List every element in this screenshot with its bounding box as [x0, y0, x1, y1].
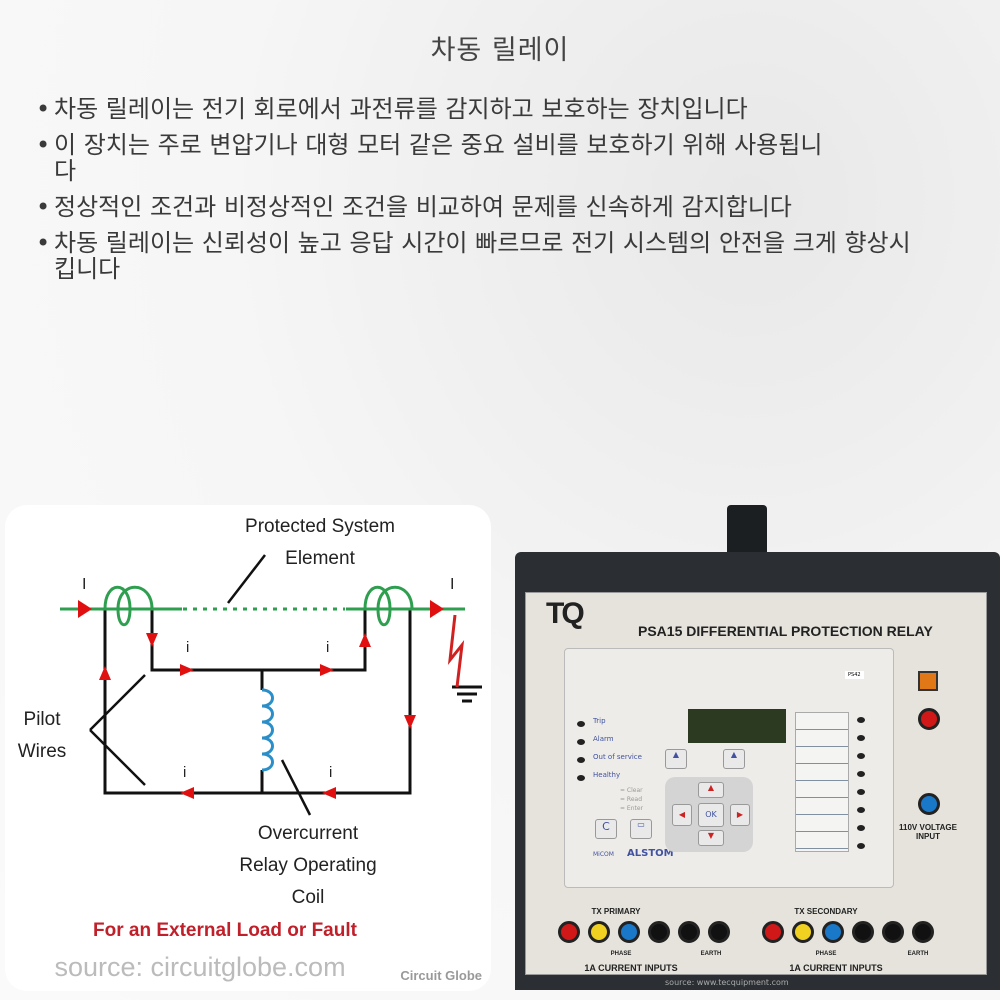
model-tag: PS42: [845, 671, 864, 679]
phase-label: PHASE: [610, 951, 632, 957]
right-key[interactable]: ▶: [730, 804, 750, 826]
led-label-alarm: Alarm: [593, 735, 614, 743]
current-inputs-label: 1A CURRENT INPUTS: [584, 963, 678, 973]
led: [577, 775, 585, 781]
led-label-trip: Trip: [593, 717, 606, 725]
led: [857, 825, 865, 831]
current-arrows: [78, 600, 444, 799]
tx-secondary-label: TX SECONDARY: [794, 907, 858, 916]
protected-line: [60, 585, 465, 627]
jack[interactable]: [822, 921, 844, 943]
jack[interactable]: [618, 921, 640, 943]
caption: For an External Load or Fault: [93, 920, 358, 941]
relay-coil: [261, 688, 274, 772]
down-key[interactable]: ▼: [698, 830, 724, 846]
label-current-in: I: [82, 576, 86, 593]
jack[interactable]: [852, 921, 874, 943]
led: [857, 753, 865, 759]
label-i: i: [183, 764, 186, 781]
bullet-item: 정상적인 조건과 비정상적인 조건을 비교하여 문제를 신속하게 감지합니다: [34, 194, 954, 220]
current-inputs-label: 1A CURRENT INPUTS: [789, 963, 883, 973]
label-overcurrent: Overcurrent: [258, 823, 359, 844]
label-relay-operating: Relay Operating: [239, 855, 376, 876]
ok-key[interactable]: OK: [698, 803, 724, 827]
tx-primary-label: TX PRIMARY: [591, 907, 641, 916]
led: [577, 739, 585, 745]
bullet-item: 차동 릴레이는 신뢰성이 높고 응답 시간이 빠르므로 전기 시스템의 안전을 …: [34, 230, 924, 282]
led: [857, 789, 865, 795]
bullet-item: 차동 릴레이는 전기 회로에서 과전류를 감지하고 보호하는 장치입니다: [34, 96, 954, 122]
jack[interactable]: [558, 921, 580, 943]
jack[interactable]: [882, 921, 904, 943]
fault-icon: [447, 614, 465, 688]
label-i: i: [329, 764, 332, 781]
label-element: Element: [285, 548, 355, 569]
label-i: i: [326, 639, 329, 656]
legend-read: = Read: [620, 796, 643, 803]
led-label-out-of-service: Out of service: [593, 753, 642, 761]
label-protected: Protected System: [245, 516, 395, 537]
relay-title: PSA15 DIFFERENTIAL PROTECTION RELAY: [638, 623, 933, 639]
jack[interactable]: [792, 921, 814, 943]
label-wires: Wires: [18, 741, 67, 762]
source-caption: source: www.tecquipment.com: [665, 978, 789, 987]
jack[interactable]: [912, 921, 934, 943]
lcd-display: [688, 709, 786, 743]
jack[interactable]: [708, 921, 730, 943]
label-pilot: Pilot: [24, 709, 62, 730]
led: [857, 735, 865, 741]
phase-label: PHASE: [815, 951, 837, 957]
tq-logo: TQ: [546, 597, 585, 630]
hotkey-right[interactable]: ▲: [723, 749, 745, 769]
led-label-healthy: Healthy: [593, 771, 621, 779]
led: [577, 757, 585, 763]
reset-button[interactable]: [918, 671, 938, 691]
voltage-jack-blue[interactable]: [918, 793, 940, 815]
led: [577, 721, 585, 727]
read-key[interactable]: ▭: [630, 819, 652, 839]
label-current-out: I: [450, 576, 454, 593]
watermark: source: circuitglobe.com: [54, 952, 345, 982]
jack[interactable]: [762, 921, 784, 943]
led: [857, 717, 865, 723]
page-title: 차동 릴레이: [430, 35, 570, 66]
jack[interactable]: [648, 921, 670, 943]
up-key[interactable]: ▲: [698, 782, 724, 798]
relay-photo: TQ PSA15 DIFFERENTIAL PROTECTION RELAY P…: [505, 500, 1000, 1000]
front-panel: TQ PSA15 DIFFERENTIAL PROTECTION RELAY P…: [525, 592, 987, 975]
hotkey-left[interactable]: ▲: [665, 749, 687, 769]
earth-label: EARTH: [700, 951, 722, 957]
alstom-logo: ALSTOM: [627, 848, 674, 859]
led-label-strip: [795, 712, 849, 852]
bullet-item: 이 장치는 주로 변압기나 대형 모터 같은 중요 설비를 보호하기 위해 사용…: [34, 132, 844, 184]
led: [857, 771, 865, 777]
bullet-list: 차동 릴레이는 전기 회로에서 과전류를 감지하고 보호하는 장치입니다 이 장…: [34, 96, 954, 292]
jack[interactable]: [678, 921, 700, 943]
led: [857, 807, 865, 813]
circuit-globe-logo: Circuit Globe: [400, 968, 482, 983]
voltage-label: 110V VOLTAGE INPUT: [899, 823, 957, 841]
legend-clear: = Clear: [620, 787, 643, 794]
micom-logo: MiCOM: [593, 851, 614, 858]
legend-enter: = Enter: [620, 805, 644, 812]
earth-label: EARTH: [907, 951, 929, 957]
relay-unit: PS42 Trip Alarm Out of service Healthy =…: [564, 648, 894, 888]
left-key[interactable]: ◀: [672, 804, 692, 826]
led: [857, 843, 865, 849]
clear-key[interactable]: C: [595, 819, 617, 839]
label-i: i: [186, 639, 189, 656]
label-coil: Coil: [292, 887, 325, 908]
circuit-diagram: Protected System Element Pilot Wires Ove…: [5, 505, 491, 991]
voltage-jack-red[interactable]: [918, 708, 940, 730]
jack[interactable]: [588, 921, 610, 943]
